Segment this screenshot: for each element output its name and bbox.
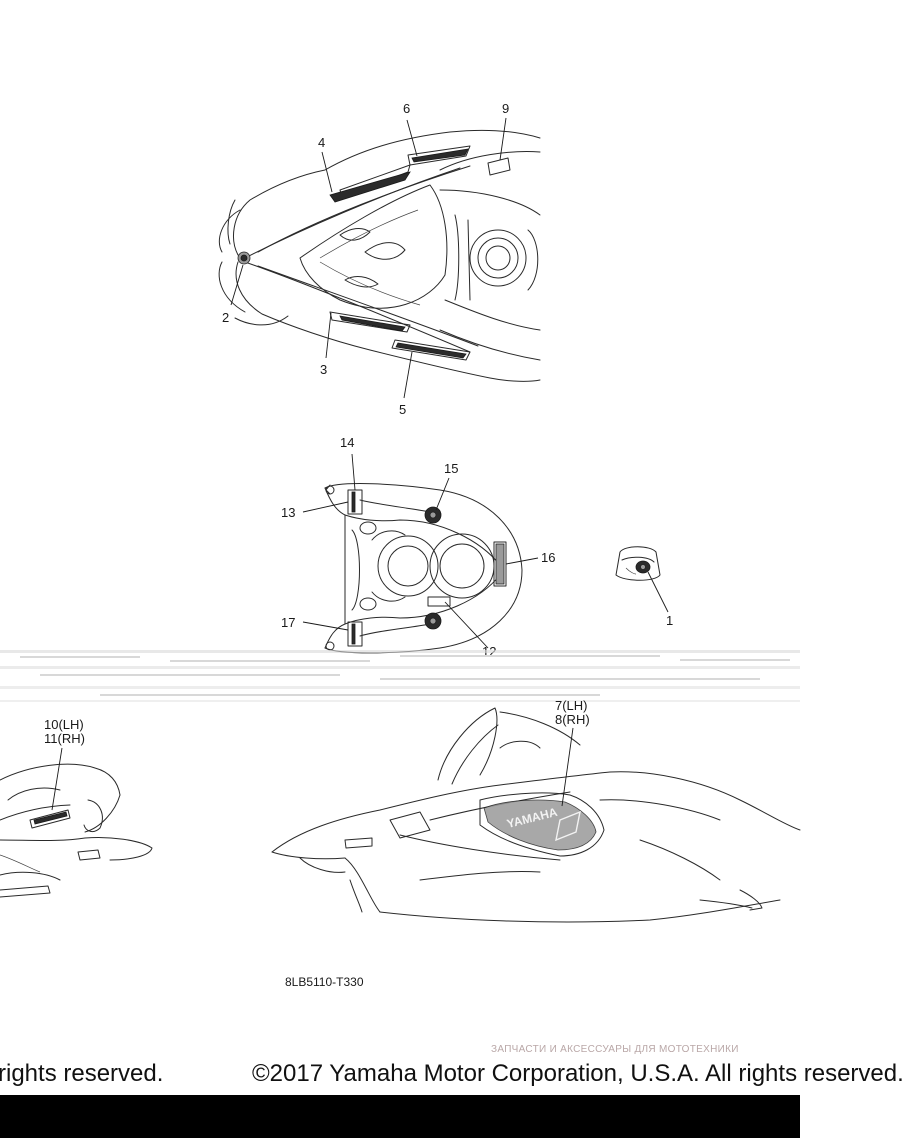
callout-3: 3 (320, 362, 327, 377)
bottom-black-bar (0, 1095, 800, 1138)
decal-diagram: 4 6 9 2 3 5 (0, 101, 801, 989)
callout-16: 16 (541, 550, 555, 565)
callout-8: 8(RH) (555, 712, 590, 727)
side-view-right: YAMAHA (271, 707, 801, 923)
watermark-text: ЗАПЧАСТИ И АКСЕССУАРЫ ДЛЯ МОТОТЕХНИКИ (491, 1044, 739, 1055)
callout-15: 15 (444, 461, 458, 476)
callout-2: 2 (222, 310, 229, 325)
top-view-hood (218, 129, 541, 382)
callout-11: 11(RH) (44, 731, 85, 746)
deck-view (324, 483, 523, 654)
callout-7: 7(LH) (555, 698, 588, 713)
callout-1: 1 (666, 613, 673, 628)
scan-noise-band (0, 650, 800, 702)
diagram-part-code: 8LB5110-T330 (285, 975, 364, 989)
callout-4: 4 (318, 135, 325, 150)
callout-5: 5 (399, 402, 406, 417)
callout-6: 6 (403, 101, 410, 116)
side-view-left (0, 763, 153, 898)
callout-13: 13 (281, 505, 295, 520)
callout-10: 10(LH) (44, 717, 84, 732)
callout-17: 17 (281, 615, 295, 630)
copyright-notice: ©2017 Yamaha Motor Corporation, U.S.A. A… (252, 1060, 904, 1087)
callout-9: 9 (502, 101, 509, 116)
copyright-left-fragment: rights reserved. (0, 1060, 164, 1087)
callout-14: 14 (340, 435, 354, 450)
key-cap-part (615, 546, 661, 581)
